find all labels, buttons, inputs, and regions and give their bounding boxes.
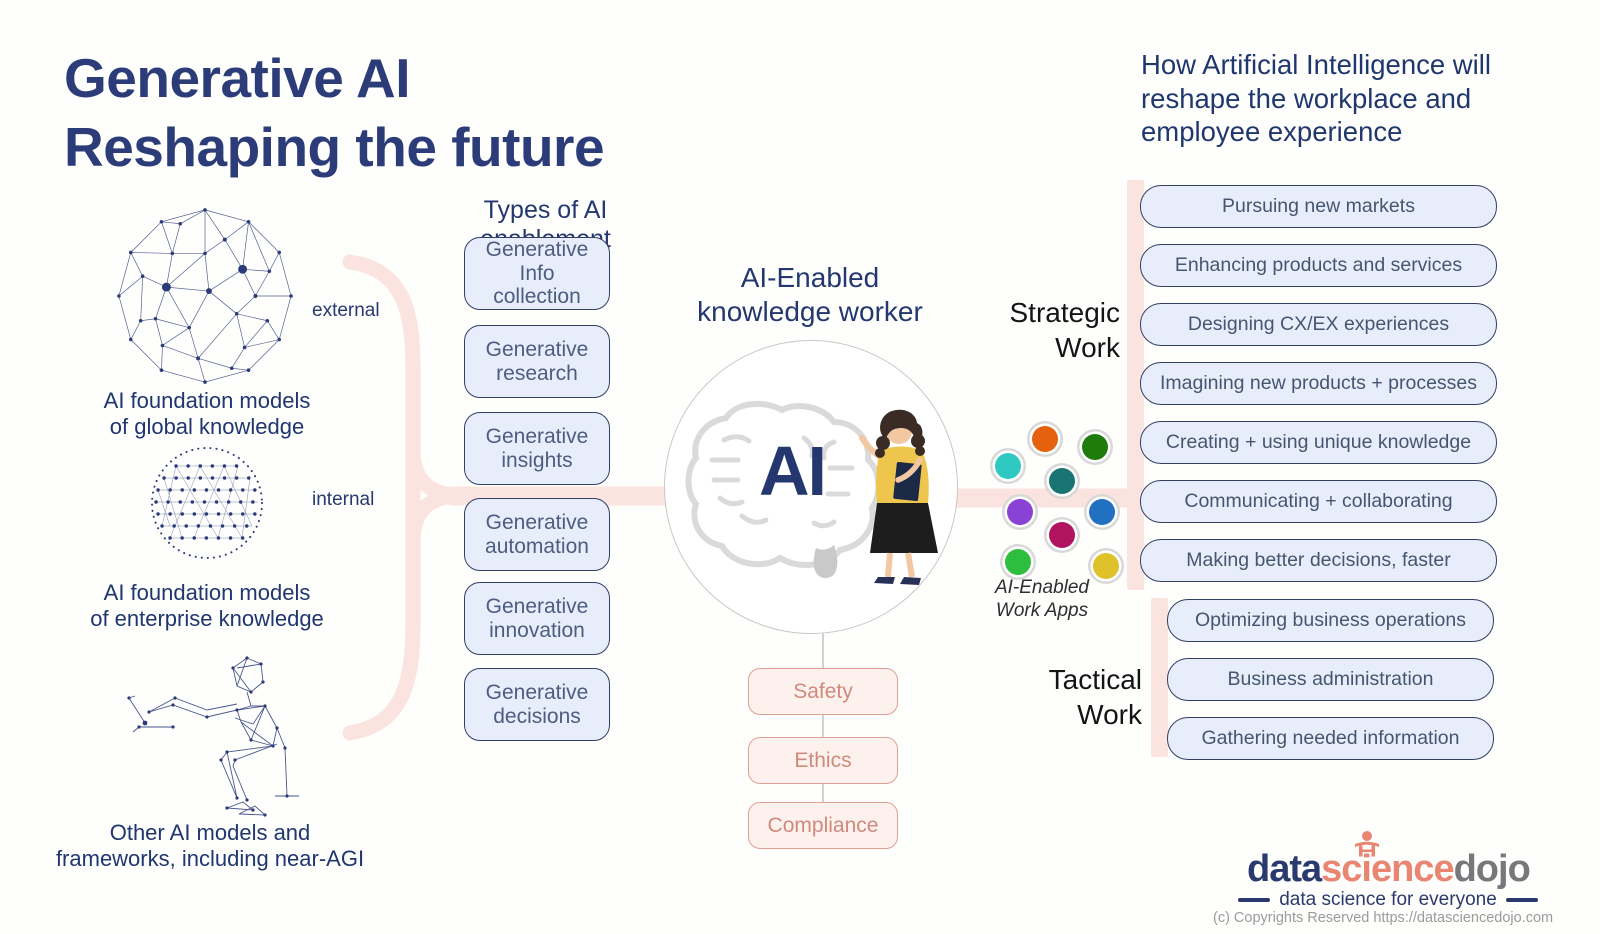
- enablement-box-decisions: Generative decisions: [464, 668, 610, 741]
- internal-tag: internal: [312, 489, 375, 510]
- caption-line: AI foundation models: [103, 388, 311, 413]
- governance-box-ethics: Ethics: [748, 737, 898, 784]
- caption-other-models: Other AI models and frameworks, includin…: [30, 820, 390, 873]
- strategic-bracket-bar: [1127, 180, 1144, 590]
- label-line: AI-Enabled: [994, 577, 1089, 598]
- caption-line: AI foundation models: [103, 580, 311, 605]
- tactical-box-optimizing-operations: Optimizing business operations: [1167, 599, 1494, 642]
- heading-line: AI-Enabled: [740, 262, 880, 293]
- tactical-work-label: Tactical Work: [980, 663, 1142, 732]
- page-title: Generative AI Reshaping the future: [64, 44, 605, 182]
- copyright-text: (c) Copyrights Reserved https://datascie…: [1213, 910, 1554, 926]
- person-front-arm: [895, 457, 923, 483]
- person-skirt: [870, 503, 938, 553]
- label-line: Work: [1055, 331, 1120, 363]
- strategic-box-unique-knowledge: Creating + using unique knowledge: [1140, 421, 1497, 464]
- caption-enterprise-models: AI foundation models of enterprise knowl…: [42, 580, 372, 633]
- work-apps-cluster: [990, 421, 1124, 584]
- strategic-box-designing-cx-ex: Designing CX/EX experiences: [1140, 303, 1497, 346]
- strategic-box-communicating: Communicating + collaborating: [1140, 480, 1497, 523]
- caption-line: frameworks, including near-AGI: [55, 846, 365, 872]
- knowledge-worker-person: [859, 409, 938, 585]
- heading-line: knowledge worker: [697, 296, 923, 328]
- datasciencedojo-logo: datasciencedojo: [1247, 848, 1531, 891]
- enablement-box-automation: Generative automation: [464, 498, 610, 571]
- enablement-box-innovation: Generative innovation: [464, 582, 610, 655]
- work-app-dot-green: [1000, 544, 1036, 580]
- enterprise-knowledge-sphere-illustration: [151, 447, 263, 559]
- logo-part-science: science: [1321, 848, 1454, 890]
- enablement-box-info-collection: Generative Info collection: [464, 237, 610, 310]
- logo-part-data: data: [1247, 848, 1322, 890]
- work-app-dot-dark-green: [1077, 429, 1113, 465]
- tactical-box-business-administration: Business administration: [1167, 658, 1494, 701]
- tagline-dash: [1505, 898, 1538, 902]
- caption-global-models: AI foundation models of global knowledge: [52, 388, 362, 441]
- strategic-box-new-markets: Pursuing new markets: [1140, 185, 1497, 228]
- strategic-work-label: Strategic Work: [958, 296, 1121, 365]
- enablement-box-research: Generative research: [464, 325, 610, 398]
- caption-line: Other AI models and: [109, 820, 311, 845]
- heading-line: employee experience: [1141, 116, 1403, 148]
- label-line: Work Apps: [995, 600, 1089, 622]
- ai-brain-label: AI: [759, 432, 827, 510]
- person-shoe: [900, 577, 921, 585]
- left-brace: [342, 254, 421, 741]
- label-line: Tactical: [1048, 664, 1142, 695]
- enablement-box-insights: Generative insights: [464, 412, 610, 485]
- wireframe-humanoid-illustration: [127, 656, 299, 817]
- work-app-dot-purple: [1002, 494, 1038, 530]
- label-line: Strategic: [1009, 297, 1121, 328]
- right-panel-heading: How Artificial Intelligence will reshape…: [1141, 48, 1531, 149]
- label-line: Work: [1077, 698, 1142, 730]
- tactical-box-gathering-information: Gathering needed information: [1167, 717, 1494, 760]
- person-shoe: [874, 577, 895, 584]
- tagline-dash: [1238, 898, 1271, 902]
- ai-brain-illustration: [685, 400, 882, 579]
- governance-box-compliance: Compliance: [748, 802, 898, 849]
- title-line: Reshaping the future: [64, 115, 605, 178]
- tactical-bracket-bar: [1151, 598, 1168, 757]
- center-heading: AI-Enabled knowledge worker: [660, 261, 960, 329]
- external-tag: external: [312, 300, 380, 321]
- person-hair: [880, 409, 923, 447]
- work-app-dot-crimson: [1044, 517, 1080, 553]
- work-apps-label: AI-Enabled Work Apps: [972, 576, 1112, 622]
- work-app-dot-yellow: [1088, 548, 1124, 584]
- global-knowledge-sphere-illustration: [117, 208, 293, 384]
- work-app-dot-turquoise: [990, 448, 1026, 484]
- tagline-text: data science for everyone: [1279, 889, 1497, 910]
- strategic-box-enhancing-products: Enhancing products and services: [1140, 244, 1497, 287]
- caption-line: of enterprise knowledge: [90, 606, 324, 632]
- dojo-person-icon: [1355, 831, 1379, 857]
- governance-box-safety: Safety: [748, 668, 898, 715]
- title-line: Generative AI: [64, 47, 411, 109]
- logo-part-dojo: dojo: [1453, 848, 1531, 890]
- heading-line: How Artificial Intelligence will: [1141, 49, 1491, 80]
- heading-line: reshape the workplace and: [1141, 82, 1472, 114]
- caption-line: of global knowledge: [109, 414, 305, 440]
- strategic-box-imagining-products: Imagining new products + processes: [1140, 362, 1497, 405]
- strategic-box-better-decisions: Making better decisions, faster: [1140, 539, 1497, 582]
- work-app-dot-dark-teal: [1044, 463, 1080, 499]
- work-app-dot-blue: [1084, 494, 1120, 530]
- work-app-dot-orange: [1027, 421, 1063, 457]
- logo-tagline: data science for everyone: [1238, 889, 1538, 911]
